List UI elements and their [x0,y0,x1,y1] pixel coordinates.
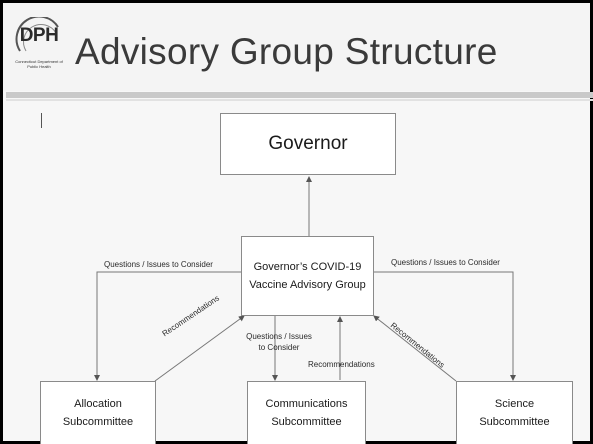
logo-text: DPH [19,25,59,46]
communications-label: Communications Subcommittee [265,398,348,428]
header-divider [6,92,593,98]
allocation-subcommittee-box: Allocation Subcommittee [40,381,156,444]
governor-label: Governor [268,133,348,154]
dph-logo: DPH Connecticut Department of Public Hea… [12,15,66,79]
slide-header: DPH Connecticut Department of Public Hea… [3,3,590,91]
allocation-label: Allocation Subcommittee [62,398,134,428]
header-divider-shadow [6,99,593,101]
communications-subcommittee-box: Communications Subcommittee [247,381,366,444]
questions-center-label: Questions / Issues to Consider [246,332,312,352]
questions-right-label: Questions / Issues to Consider [391,258,500,267]
recommendations-center-label: Recommendations [308,360,375,369]
arrow-advisory-to-allocation [94,271,241,381]
questions-left-label: Questions / Issues to Consider [104,260,213,269]
arrow-advisory-to-science [373,271,516,381]
arrow-science-to-advisory [373,315,457,382]
science-label: Science Subcommittee [479,398,550,428]
logo-arc-icon [15,15,59,52]
science-subcommittee-box: Science Subcommittee [456,381,573,444]
advisory-group-box: Governor’s COVID-19 Vaccine Advisory Gro… [241,236,374,316]
page-title: Advisory Group Structure [75,31,498,72]
advisory-group-label: Governor’s COVID-19 Vaccine Advisory Gro… [249,261,366,291]
arrow-allocation-to-advisory [154,315,245,382]
governor-box: Governor [220,113,396,175]
text-cursor [41,113,42,128]
logo-subtext: Connecticut Department of Public Health [15,59,63,69]
